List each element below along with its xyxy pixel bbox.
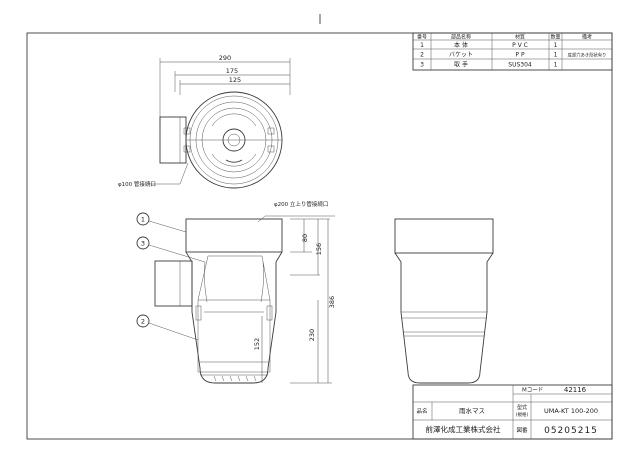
col-header-no: 番号 [417, 34, 427, 41]
outlet-pipe [159, 116, 187, 164]
top-view: 290 175 125 φ100 管接続口 [118, 54, 291, 189]
row-3-material: SUS304 [508, 62, 532, 69]
row-2-qty: 1 [554, 52, 558, 59]
side-outlet [154, 260, 193, 307]
title-block: Mコード 42116 品名 雨水マス 型式 (規格) UMA-KT 100-20… [412, 384, 613, 440]
row-3-qty: 1 [554, 62, 558, 69]
callout-3-label: 3 [141, 240, 145, 248]
dim-290-label: 290 [219, 54, 231, 62]
side-view [394, 218, 494, 384]
bucket [197, 255, 271, 373]
row-1-name: 本 体 [454, 41, 468, 49]
row-3-no: 3 [420, 62, 424, 69]
drawing-label: 図番 [516, 427, 528, 434]
inlet-label: φ200 立上り管接続口 [274, 200, 328, 208]
front-view: φ200 立上り管接続口 [136, 200, 336, 384]
col-header-qty: 数量 [550, 34, 560, 41]
row-1-no: 1 [420, 42, 424, 49]
dim-386-label: 386 [328, 296, 336, 308]
drawing-number: 05205215 [544, 426, 598, 436]
callout-1 [136, 212, 150, 226]
mcode-label: Mコード [522, 387, 543, 394]
outlet-label: φ100 管接続口 [118, 180, 156, 188]
callout-1-label: 1 [141, 216, 145, 224]
dim-125-label: 125 [229, 76, 241, 84]
dim-152-label: 152 [253, 338, 261, 350]
dim-80-label: 80 [301, 234, 309, 242]
col-header-material: 材質 [515, 34, 525, 41]
row-1-qty: 1 [554, 42, 558, 49]
parts-table: 番号 部品名称 材質 数量 備考 1 本 体 P V C 1 2 バケット P … [412, 32, 613, 71]
name-value: 雨水マス [459, 406, 485, 415]
model-value: UMA-KT 100-200 [544, 407, 598, 415]
row-3-name: 取 手 [454, 61, 468, 69]
model-label-1: 型式 [517, 404, 527, 411]
mcode-value: 42116 [564, 386, 587, 394]
callout-2-label: 2 [141, 318, 145, 326]
dim-230-label: 230 [308, 329, 316, 341]
callout-2 [136, 314, 150, 328]
row-2-no: 2 [420, 52, 424, 59]
row-2-note: 底部穴あき形状有り [568, 52, 607, 59]
col-header-name: 部品名称 [451, 34, 471, 41]
callout-3 [136, 236, 150, 250]
name-label: 品名 [416, 407, 427, 415]
model-label-2: (規格) [516, 411, 529, 418]
dim-156-label: 156 [315, 243, 323, 255]
row-1-material: P V C [512, 42, 528, 49]
drawing-border [26, 32, 613, 440]
row-2-material: P P [515, 52, 525, 59]
body-upper [185, 218, 283, 253]
row-2-name: バケット [449, 52, 473, 59]
company-name: 前澤化成工業株式会社 [426, 424, 501, 434]
dim-175-label: 175 [226, 67, 238, 75]
body-lower [185, 251, 283, 384]
col-header-note: 備考 [582, 34, 592, 41]
